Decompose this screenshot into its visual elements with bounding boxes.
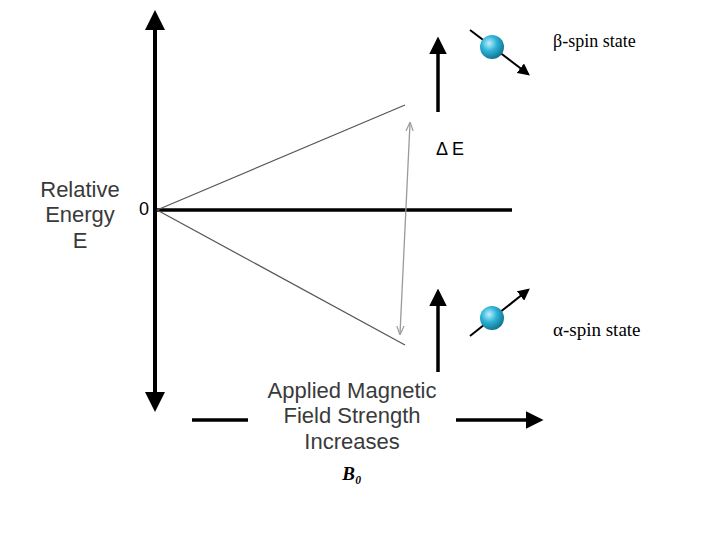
spin-state-label: β-spin state: [553, 31, 636, 53]
spin-state-label: α-spin state: [553, 319, 641, 342]
nucleus-sphere: [480, 306, 504, 330]
field-axis-arrow: [456, 418, 540, 422]
delta-e-label: Δ E: [436, 139, 464, 161]
field-symbol: B₀: [342, 463, 361, 486]
field-arrow: [436, 40, 440, 112]
axis-title: Applied Magnetic Field Strength Increase…: [257, 378, 447, 454]
axis-title: Relative Energy E: [40, 177, 119, 253]
zero-line: [155, 208, 512, 212]
field-axis-line: [192, 418, 248, 422]
delta-e-arrow: [400, 123, 410, 334]
field-arrow: [436, 292, 440, 372]
spin-vector: [470, 30, 528, 74]
beta-level-line: [157, 105, 405, 210]
spin-vector: [470, 290, 528, 336]
alpha-level-line: [157, 210, 405, 345]
zero-label: 0: [139, 199, 149, 221]
nucleus-sphere: [480, 35, 504, 59]
